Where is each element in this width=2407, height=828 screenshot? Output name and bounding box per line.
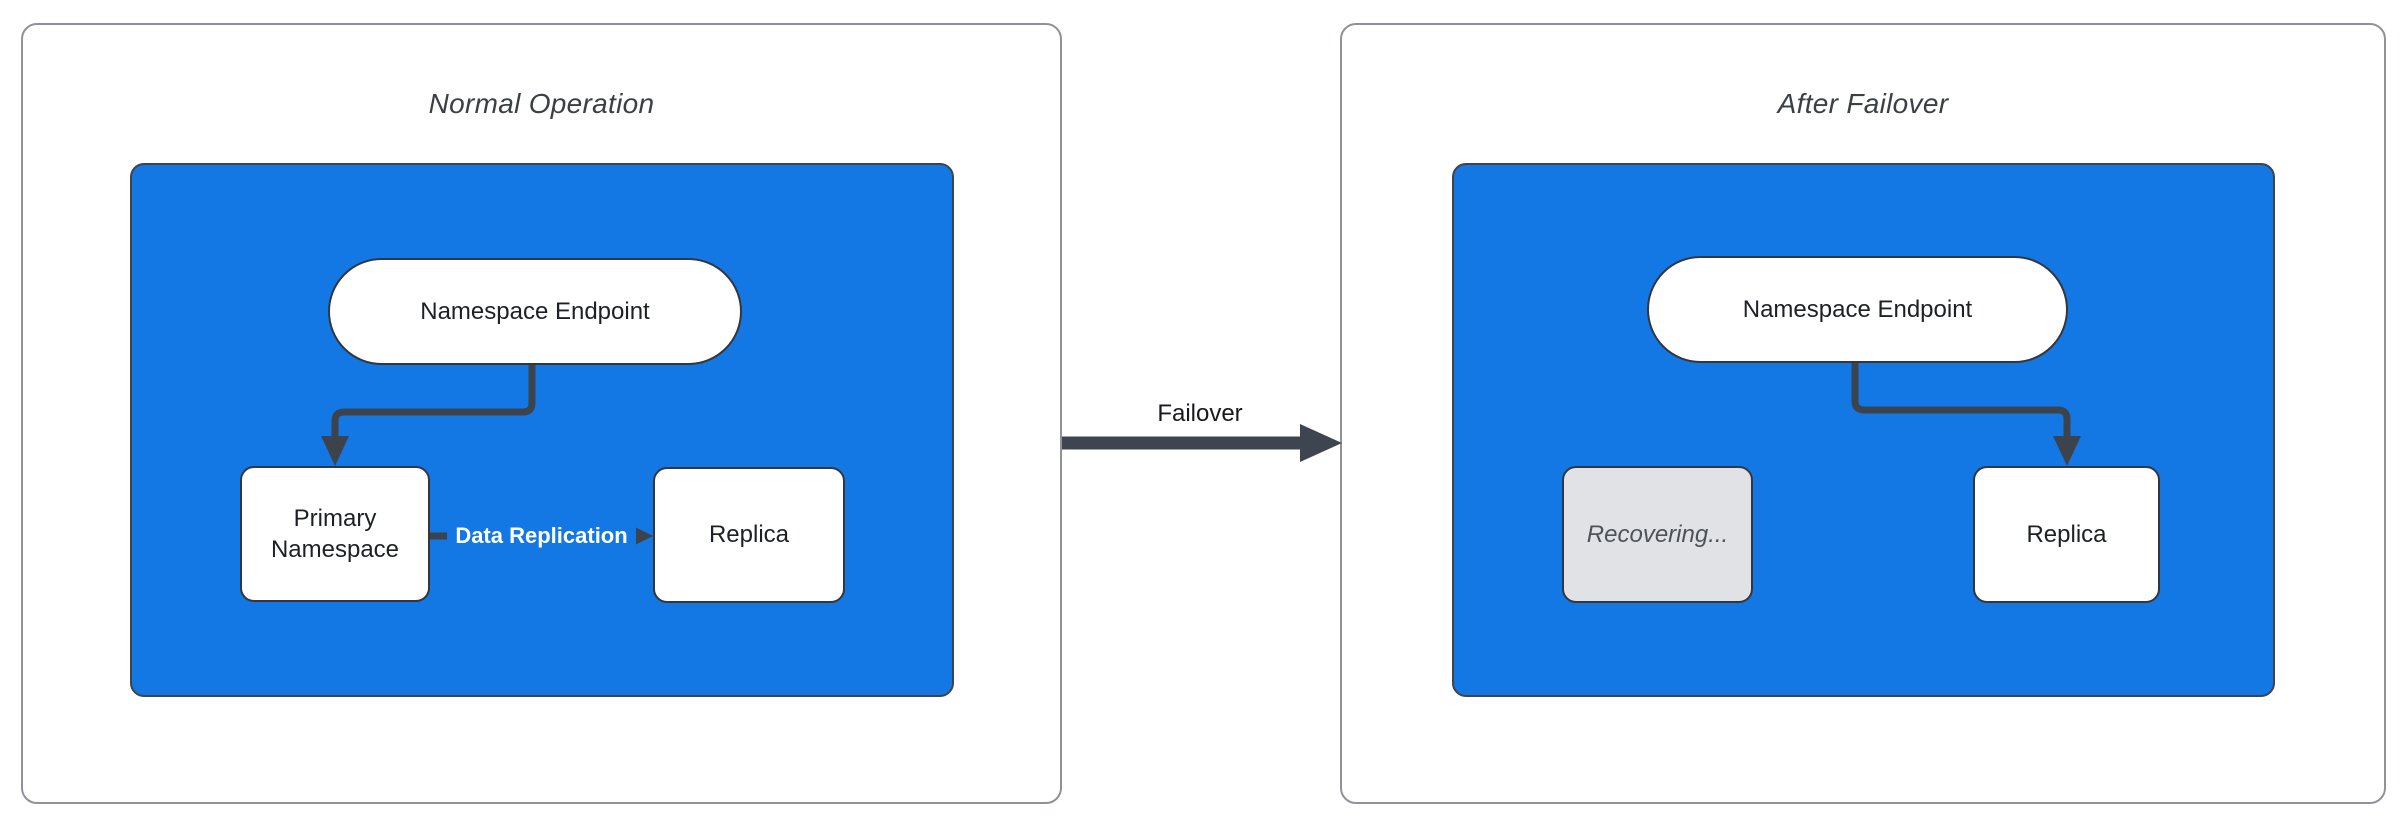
node-namespace-endpoint-failover: Namespace Endpoint (1647, 256, 2068, 363)
node-replica-failover: Replica (1973, 466, 2160, 603)
node-primary-namespace: Primary Namespace (240, 466, 430, 602)
node-label: Namespace Endpoint (420, 297, 650, 325)
cluster-normal-operation (130, 163, 954, 697)
node-label: Replica (708, 521, 790, 549)
node-namespace-endpoint-normal: Namespace Endpoint (328, 258, 742, 365)
cluster-after-failover (1452, 163, 2275, 697)
edge-endpoint-to-primary-arrowhead (321, 436, 349, 466)
edge-label-data-replication: Data Replication (447, 521, 636, 551)
node-label: Namespace Endpoint (1742, 295, 1973, 323)
node-recovering: Recovering... (1562, 466, 1753, 603)
node-label: Replica (2026, 520, 2107, 548)
node-replica-normal: Replica (653, 467, 845, 603)
panel-title-normal-operation: Normal Operation (428, 88, 655, 119)
node-label: Primary Namespace (270, 504, 400, 563)
transition-label-failover: Failover (1157, 400, 1243, 427)
failover-arrow-head (1300, 424, 1342, 462)
panel-title-after-failover: After Failover (1777, 88, 1949, 119)
node-label: Recovering... (1586, 520, 1729, 548)
edge-endpoint-to-replica (1851, 363, 2071, 438)
edge-endpoint-to-primary (331, 365, 536, 438)
edge-label-zone: Data Replication (430, 514, 653, 558)
edge-endpoint-to-replica-arrowhead (2053, 436, 2081, 466)
